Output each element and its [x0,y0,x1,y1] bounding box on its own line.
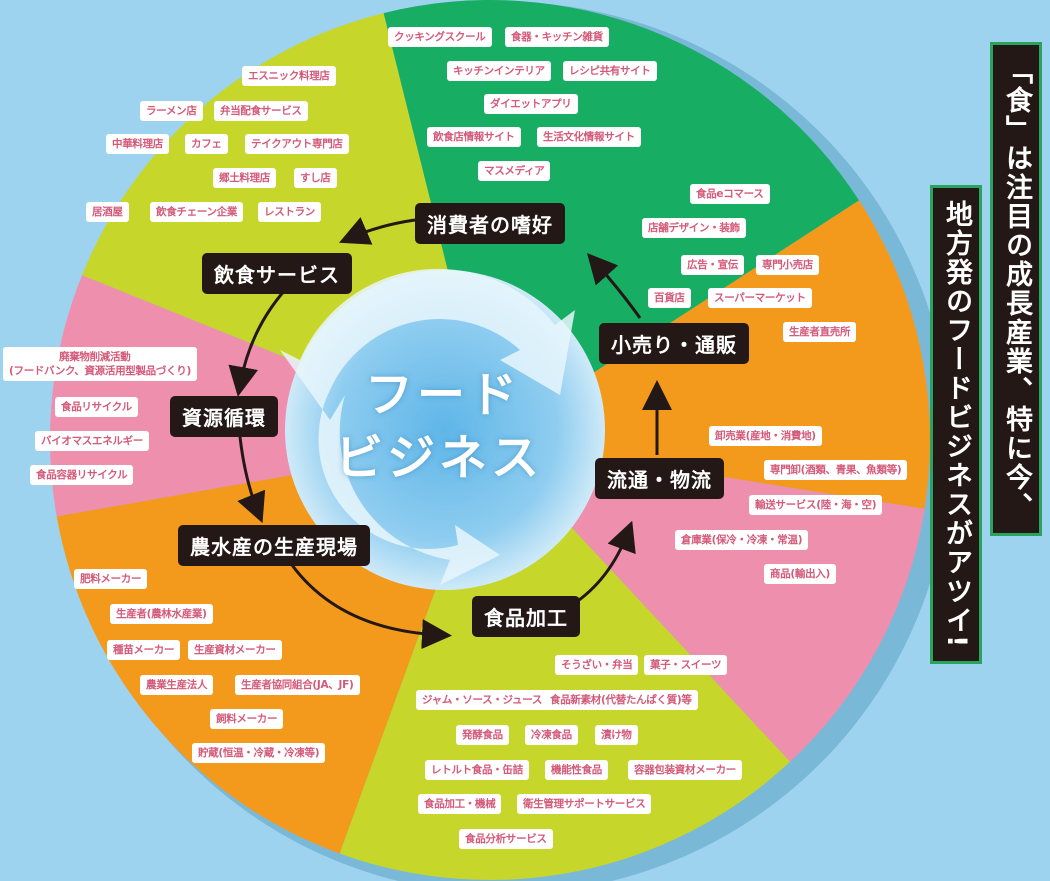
label-consumer: レシピ共有サイト [563,61,657,81]
sector-distribution [490,440,925,762]
label-processing: 食品新素材(代替たんぱく質)等 [544,690,698,710]
stage-consumer: 消費者の嗜好 [415,203,565,244]
label-resource-line1: 廃棄物削減活動 [59,351,131,363]
label-production: 貯蔵(恒温・冷蔵・冷凍等) [192,743,326,763]
label-distribution: 商品(輸出入) [764,564,836,584]
label-resource: バイオマスエネルギー [35,431,149,451]
label-processing: 衛生管理サポートサービス [517,794,652,814]
label-food-service: 郷土料理店 [213,168,276,188]
label-processing: 機能性食品 [545,760,608,780]
stage-food-service: 飲食サービス [202,253,352,294]
label-processing: ジャム・ソース・ジュース [416,690,549,710]
cycle-arrow-top [300,268,575,395]
center-title-line2: ビジネス [335,430,544,486]
headline-line1: 「食」は注目の成長産業、特に今、 [990,42,1042,536]
label-food-service: レストラン [258,202,321,222]
label-food-service: カフェ [185,134,228,154]
label-production: 種苗メーカー [107,640,181,660]
label-distribution: 専門卸(酒類、青果、魚類等) [764,460,908,480]
label-production: 農業生産法人 [140,675,214,695]
label-consumer: キッチンインテリア [447,61,551,81]
stage-processing: 食品加工 [472,596,580,637]
label-consumer: 食器・キッチン雑貨 [505,27,609,47]
label-consumer: クッキングスクール [388,27,492,47]
label-processing: 容器包装資材メーカー [628,760,742,780]
label-retail: 百貨店 [648,288,691,308]
label-processing: 食品分析サービス [459,829,553,849]
label-retail: 店舗デザイン・装飾 [642,218,746,238]
label-food-service: エスニック料理店 [242,66,336,86]
stage-production: 農水産の生産現場 [178,525,370,566]
label-food-service: 飲食チェーン企業 [150,202,244,222]
stage-distribution: 流通・物流 [595,458,724,499]
label-processing: 漬け物 [595,725,638,745]
label-processing: 菓子・スイーツ [644,655,728,675]
label-processing: 冷凍食品 [525,725,578,745]
label-distribution: 倉庫業(保冷・冷凍・常温) [675,530,809,550]
label-consumer: 生活文化情報サイト [537,127,641,147]
stage-retail: 小売り・通販 [599,323,749,364]
flow-arrow-service-to-resource [228,289,287,397]
headline-line2: 地方発のフードビジネスがアツイ! [930,185,982,665]
label-resource: 食品容器リサイクル [30,465,134,485]
label-food-service: ラーメン店 [140,101,203,121]
label-production: 生産資材メーカー [188,640,282,660]
label-resource: 廃棄物削減活動 (フードバンク、資源活用型製品づくり) [3,347,197,381]
label-food-service: すし店 [294,168,337,188]
cycle-arrow-bottom [280,350,500,585]
label-food-service: テイクアウト専門店 [245,134,349,154]
flow-arrow-resource-to-production [237,436,266,524]
label-processing: そうざい・弁当 [555,655,639,675]
label-resource: 食品リサイクル [55,397,138,417]
label-resource-line2: (フードバンク、資源活用型製品づくり) [9,365,191,377]
label-distribution: 輸送サービス(陸・海・空) [749,495,883,515]
label-consumer: マスメディア [478,161,551,181]
center-title-line1: フード [365,367,522,423]
label-processing: 発酵食品 [456,725,509,745]
label-food-service: 居酒屋 [86,202,129,222]
label-production: 生産者(農林水産業) [110,604,213,624]
label-production: 生産者協同組合(JA、JF) [235,675,360,695]
label-production: 飼料メーカー [210,709,284,729]
label-retail: 専門小売店 [756,255,819,275]
label-consumer: 飲食店情報サイト [427,127,521,147]
label-consumer: ダイエットアプリ [484,94,578,114]
label-processing: レトルト食品・缶詰 [425,760,529,780]
stage-resource: 資源循環 [170,396,278,437]
label-retail: スーパーマーケット [708,288,812,308]
label-distribution: 卸売業(産地・消費地) [709,426,822,446]
flow-arrow-production-to-processing [290,564,452,650]
label-food-service: 弁当配食サービス [214,101,308,121]
label-retail: 食品eコマース [690,184,770,204]
label-food-service: 中華料理店 [106,134,169,154]
label-retail: 広告・宣伝 [681,255,744,275]
label-processing: 食品加工・機械 [418,794,502,814]
label-production: 肥料メーカー [74,569,148,589]
label-retail: 生産者直売所 [783,322,857,342]
flow-arrow-retail-to-consumer [587,253,642,319]
flow-arrow-consumer-to-service [338,217,416,245]
